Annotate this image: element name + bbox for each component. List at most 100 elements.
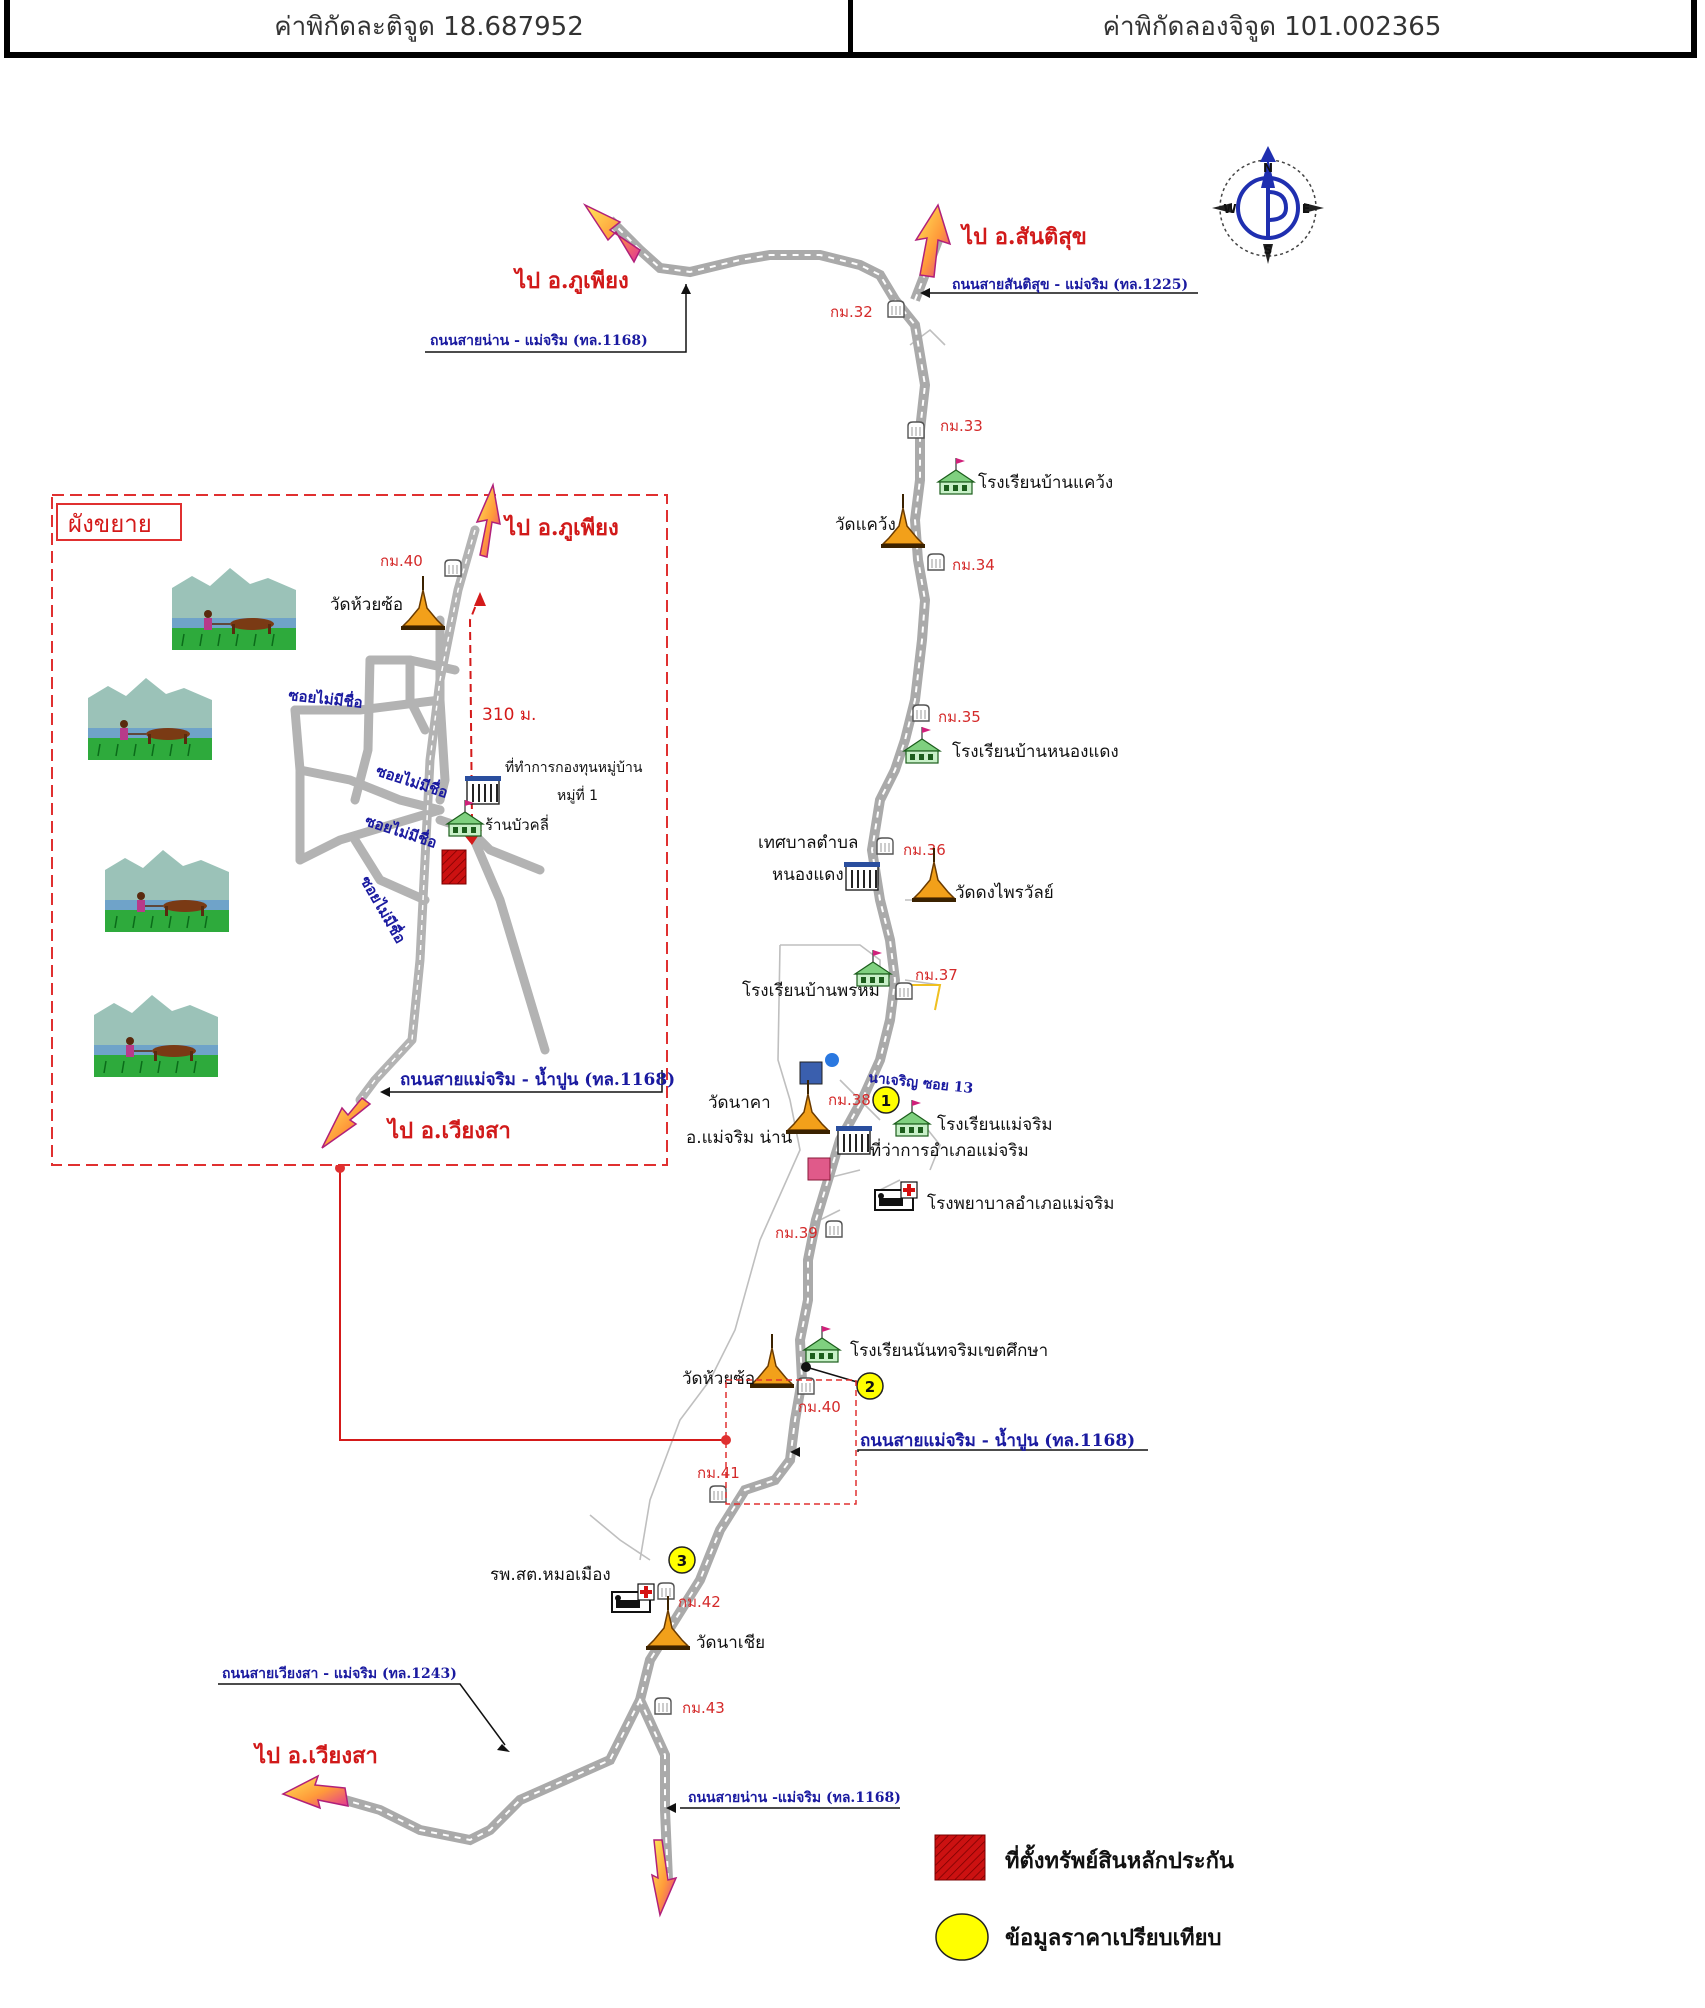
- km-label: กม.43: [682, 1699, 725, 1717]
- km-label: กม.42: [678, 1593, 721, 1611]
- dir-to-phu-phiang: ไป อ.ภูเพียง: [513, 267, 629, 295]
- dir-to-santisuk: ไป อ.สันติสุข: [960, 223, 1087, 251]
- compass-n: N: [1263, 161, 1273, 175]
- comparable-road: [905, 984, 942, 1011]
- compass-rose-icon: N S E W: [1212, 146, 1324, 264]
- place-wat-dong-phaiwan: วัดดงไพรวัลย์: [955, 882, 1054, 903]
- legend-collateral-label: ที่ตั้งทรัพย์สินหลักประกัน: [1005, 1844, 1234, 1874]
- school-icon: [937, 457, 975, 495]
- inset-dir-wiang-sa: ไป อ.เวียงสา: [386, 1117, 511, 1144]
- svg-text:2: 2: [865, 1378, 875, 1396]
- inset-road-label: ถนนสายแม่จริม - น้ำปูน (ทล.1168): [400, 1066, 675, 1091]
- inset-dir-phu-phiang: ไป อ.ภูเพียง: [503, 514, 619, 542]
- compass-w: W: [1223, 202, 1236, 216]
- km-label: กม.39: [775, 1224, 818, 1242]
- km-label: กม.32: [830, 303, 873, 321]
- comparable-marker: 3: [668, 1546, 696, 1574]
- km-label: กม.34: [952, 556, 995, 574]
- svg-text:1: 1: [881, 1092, 891, 1110]
- farmer-buffalo-picture: [93, 984, 219, 1078]
- inset-map: ผังขยาย ไป อ.ภูเพียง ไป อ.เวียงสา กม.40 …: [51, 482, 675, 1166]
- collateral-location: [441, 849, 467, 885]
- comparable-marker: 1: [872, 1086, 900, 1114]
- coordinate-header: ค่าพิกัดละติจูด 18.687952 ค่าพิกัดลองจิจ…: [4, 0, 1697, 58]
- inset-title: ผังขยาย: [68, 510, 152, 538]
- water-tank-icon: [799, 1061, 823, 1085]
- inset-village-fund-2: หมู่ที่ 1: [557, 786, 598, 804]
- place-district-office: ที่ว่าการอำเภอแม่จริม: [870, 1138, 1029, 1161]
- place-wat-huai-so: วัดห้วยซ้อ: [682, 1369, 755, 1389]
- place-hospital: โรงพยาบาลอำเภอแม่จริม: [927, 1193, 1114, 1214]
- water-drop-icon: [825, 1053, 839, 1067]
- place-school-nanthacharim: โรงเรียนนันทจริมเขตศึกษา: [850, 1340, 1048, 1361]
- place-municipality-1: เทศบาลตำบล: [758, 833, 858, 853]
- hospital-icon: [874, 1181, 918, 1211]
- place-school-ban-khwang: โรงเรียนบ้านแคว้ง: [978, 472, 1113, 493]
- compass-s: S: [1264, 243, 1273, 257]
- km-label: กม.41: [697, 1464, 740, 1482]
- km-label: กม.33: [940, 417, 983, 435]
- government-building-icon: [843, 861, 881, 891]
- longitude-label: ค่าพิกัดลองจิจูด 101.002365: [848, 0, 1691, 52]
- place-amphoe-mae-charim: อ.แม่จริม น่าน: [686, 1128, 793, 1148]
- road-label-maecharim-nampun: ถนนสายแม่จริม - น้ำปูน (ทล.1168): [860, 1427, 1135, 1452]
- road-label-santisuk-maecharim: ถนนสายสันติสุข - แม่จริม (ทล.1225): [952, 277, 1188, 293]
- place-wat-na-chia: วัดนาเชีย: [696, 1633, 765, 1653]
- legend-comparable-label: ข้อมูลราคาเปรียบเทียบ: [1005, 1925, 1222, 1952]
- place-wat-khwang: วัดแคว้ง: [835, 515, 896, 535]
- km-post-icon: [887, 300, 905, 318]
- latitude-label: ค่าพิกัดละติจูด 18.687952: [274, 11, 584, 42]
- place-school-ban-nong-daeng: โรงเรียนบ้านหนองแดง: [952, 741, 1119, 762]
- place-municipality-2: หนองแดง: [772, 865, 844, 885]
- road-label-nan-maecharim: ถนนสายน่าน - แม่จริม (ทล.1168): [430, 333, 648, 349]
- farmer-buffalo-picture: [171, 557, 297, 651]
- government-building-icon: [464, 775, 502, 805]
- legend-collateral-swatch: [934, 1834, 986, 1881]
- place-health-center: รพ.สต.หมอเมือง: [490, 1565, 611, 1585]
- direction-arrow-icon: [650, 1839, 678, 1918]
- km-label: กม.38: [828, 1091, 871, 1109]
- svg-text:3: 3: [677, 1552, 687, 1570]
- farmer-buffalo-picture: [87, 667, 213, 761]
- school-icon: [893, 1099, 931, 1137]
- km-post-icon: [907, 421, 925, 439]
- km-label: กม.40: [798, 1398, 841, 1416]
- place-wat-nakha: วัดนาคา: [708, 1093, 771, 1113]
- km-post-icon: [444, 559, 462, 577]
- legend-comparable-swatch: [935, 1913, 989, 1961]
- dir-to-wiang-sa: ไป อ.เวียงสา: [253, 1742, 378, 1769]
- place-school-mae-charim: โรงเรียนแม่จริม: [937, 1114, 1053, 1135]
- km-label: กม.37: [915, 966, 958, 984]
- direction-arrow-icon: [281, 1774, 349, 1810]
- km-post-icon: [825, 1220, 843, 1238]
- place-school-ban-phrom: โรงเรียนบ้านพรหม: [742, 980, 880, 1001]
- km-post-icon: [709, 1485, 727, 1503]
- compass-e: E: [1302, 202, 1310, 216]
- km-post-icon: [895, 982, 913, 1000]
- inset-shop: ร้านบัวคลี่: [485, 814, 549, 834]
- km-post-icon: [876, 837, 894, 855]
- hospital-icon: [611, 1583, 655, 1613]
- emblem-icon: [807, 1157, 831, 1181]
- legend: ที่ตั้งทรัพย์สินหลักประกัน ข้อมูลราคาเปร…: [934, 1834, 1234, 1961]
- temple-icon: [785, 1079, 831, 1135]
- inset-connector: [339, 1168, 726, 1441]
- km-label: กม.35: [938, 708, 981, 726]
- km-post-icon: [657, 1582, 675, 1600]
- km-label: กม.36: [903, 841, 946, 859]
- road-label-nan-maecharim-south: ถนนสายน่าน -แม่จริม (ทล.1168): [688, 1790, 901, 1806]
- km-post-icon: [927, 553, 945, 571]
- school-icon: [803, 1325, 841, 1363]
- km-post-icon: [912, 704, 930, 722]
- road-label-wiangsa-maecharim: ถนนสายเวียงสา - แม่จริม (ทล.1243): [222, 1666, 457, 1682]
- km-post-icon: [654, 1697, 672, 1715]
- farmer-buffalo-picture: [104, 839, 230, 933]
- inset-distance: 310 ม.: [482, 705, 536, 725]
- direction-arrow-icon: [582, 203, 641, 264]
- inset-km40: กม.40: [380, 552, 423, 570]
- direction-arrow-icon: [914, 203, 952, 278]
- inset-wat-huai-so: วัดห้วยซ้อ: [330, 595, 403, 615]
- government-building-icon: [835, 1125, 873, 1155]
